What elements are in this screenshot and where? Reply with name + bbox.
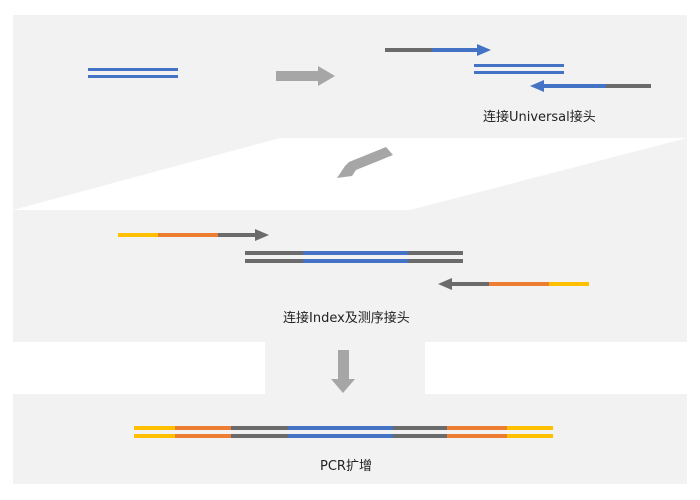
product-top-yellow-left xyxy=(134,426,175,430)
step1-adapter-ligation xyxy=(385,44,651,92)
adapter-forward-gray xyxy=(385,48,432,52)
product-top-blue xyxy=(288,426,393,430)
index-primer-reverse-gray xyxy=(452,282,489,286)
flow-arrow-diagonal xyxy=(337,147,393,178)
product-bottom-orange-right xyxy=(447,434,507,438)
product-top-gray-left xyxy=(231,426,288,430)
adapter-reverse-blue xyxy=(544,84,606,88)
template-bottom-blue xyxy=(303,259,408,263)
product-bottom-blue xyxy=(288,434,393,438)
template-bottom-gray-right xyxy=(408,259,463,263)
panel-step2 xyxy=(13,210,687,342)
insert-strand-bottom xyxy=(88,75,178,78)
panel-connector-bottom xyxy=(410,138,687,210)
adapter-reverse-gray xyxy=(606,84,651,88)
product-bottom-orange-left xyxy=(175,434,231,438)
step2-index-ligation xyxy=(118,229,589,290)
index-primer-forward-orange xyxy=(158,233,218,237)
template-bottom-gray-left xyxy=(245,259,303,263)
step2-label: 连接Index及测序接头 xyxy=(283,311,410,326)
step1-insert-dna xyxy=(88,68,178,78)
index-primer-forward-gray xyxy=(218,233,256,237)
flow-arrow-right xyxy=(276,66,335,86)
adapter-reverse-arrowhead xyxy=(530,80,544,92)
adapter-forward-arrowhead xyxy=(477,44,491,56)
panel-step3 xyxy=(13,394,687,484)
index-primer-reverse-orange xyxy=(489,282,549,286)
product-top-orange-left xyxy=(175,426,231,430)
flow-arrows xyxy=(276,66,393,393)
product-bottom-yellow-right xyxy=(507,434,553,438)
product-bottom-gray-right xyxy=(393,434,447,438)
panel-connector-top xyxy=(13,138,280,210)
product-top-yellow-right xyxy=(507,426,553,430)
index-primer-forward-yellow xyxy=(118,233,158,237)
step1-label: 连接Universal接头 xyxy=(483,110,596,125)
template-top-gray-right xyxy=(408,251,463,255)
index-primer-reverse-arrowhead xyxy=(438,278,452,290)
step3-label: PCR扩增 xyxy=(320,459,372,474)
index-primer-forward-arrowhead xyxy=(255,229,269,241)
ligated-strand-bottom xyxy=(474,71,564,74)
adapter-forward-blue xyxy=(432,48,477,52)
product-bottom-yellow-left xyxy=(134,434,175,438)
ligated-strand-top xyxy=(474,64,564,67)
product-bottom-gray-left xyxy=(231,434,288,438)
insert-strand-top xyxy=(88,68,178,71)
flow-arrow-down xyxy=(331,350,355,393)
template-top-gray-left xyxy=(245,251,303,255)
template-top-blue xyxy=(303,251,408,255)
product-top-gray-right xyxy=(393,426,447,430)
panels xyxy=(13,15,687,484)
index-primer-reverse-yellow xyxy=(549,282,589,286)
product-top-orange-right xyxy=(447,426,507,430)
step3-pcr-product xyxy=(134,426,553,438)
